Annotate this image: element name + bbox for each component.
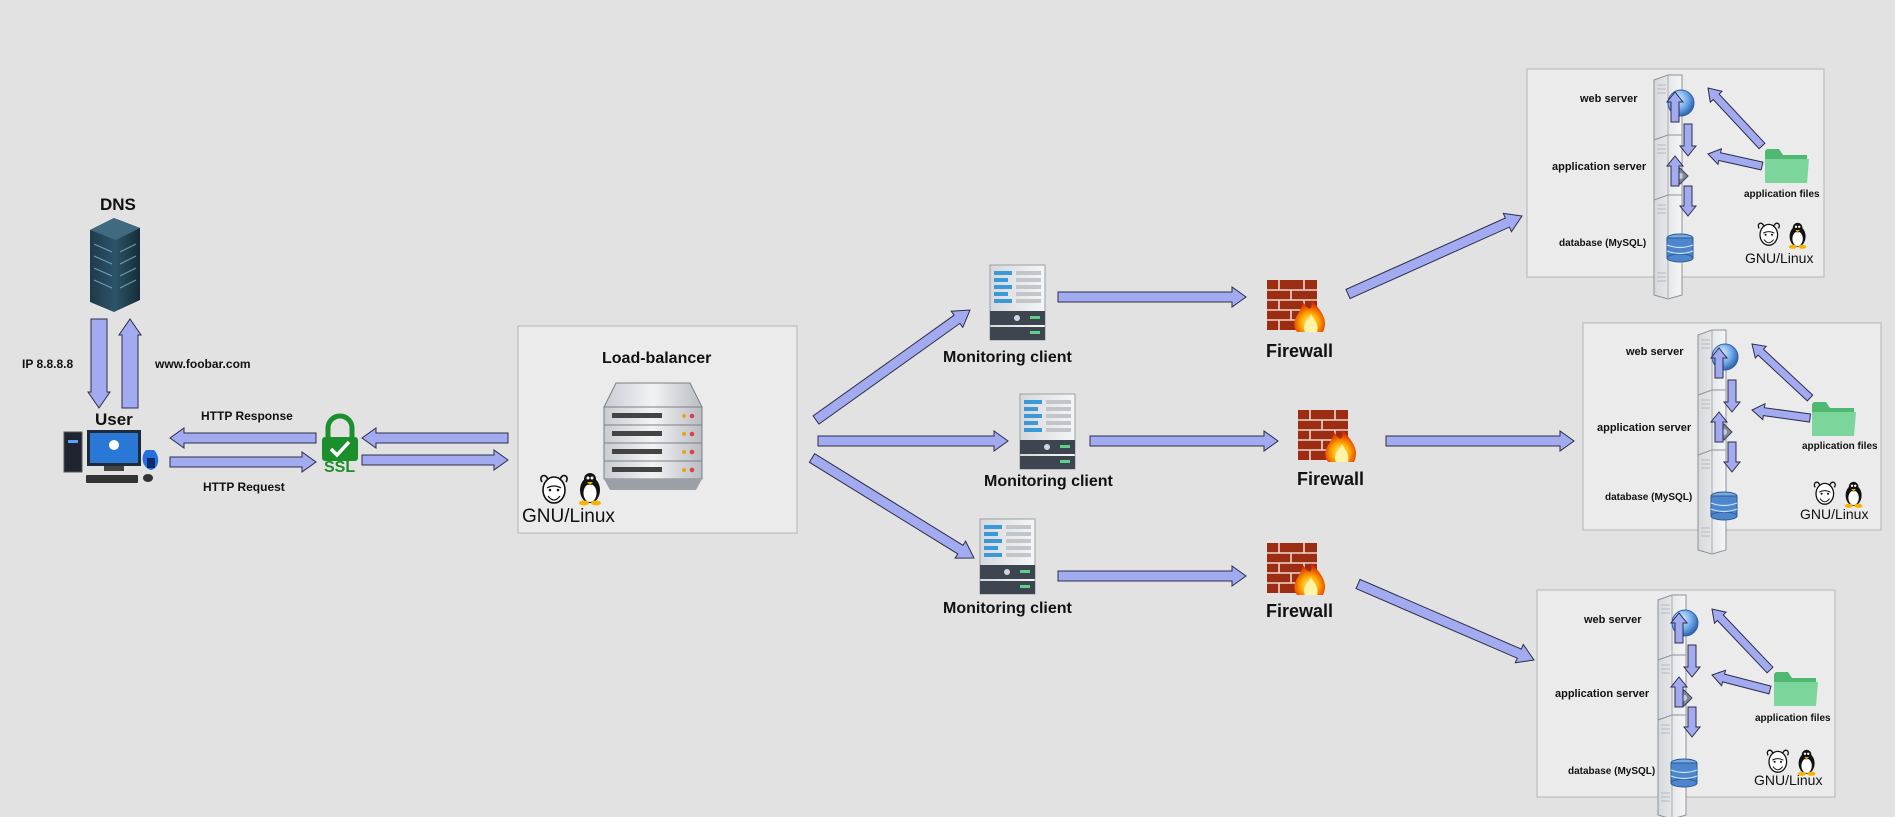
block-arrow	[118, 318, 142, 409]
database-icon	[1670, 758, 1698, 788]
connection-arrows	[87, 87, 1814, 738]
load-balancer-os-label: GNU/Linux	[522, 506, 615, 527]
block-arrow	[361, 449, 509, 471]
firewall-icon	[1266, 279, 1326, 333]
http-response-label: HTTP Response	[201, 409, 293, 423]
firewall-icon	[1266, 542, 1326, 596]
database-label: database (MySQL)	[1605, 492, 1693, 503]
application-server-label: application server	[1597, 422, 1692, 434]
application-server-label: application server	[1555, 688, 1650, 700]
firewall-icon	[1297, 409, 1357, 463]
application-files-label: application files	[1755, 713, 1831, 724]
block-arrow	[808, 453, 975, 559]
web-server-label: web server	[1626, 346, 1684, 358]
block-arrow	[1722, 379, 1742, 413]
block-arrow	[1707, 87, 1766, 150]
block-arrow	[1665, 155, 1685, 187]
block-arrow	[812, 309, 971, 425]
block-arrow	[1722, 441, 1742, 473]
block-arrow	[1345, 212, 1523, 300]
database-icon	[1710, 491, 1738, 521]
firewall-label: Firewall	[1297, 469, 1365, 489]
block-arrow	[1089, 430, 1279, 452]
block-arrow	[1385, 430, 1575, 452]
block-arrow	[1678, 185, 1698, 217]
stack-os-label: GNU/Linux	[1800, 506, 1869, 522]
monitoring-client-label: Monitoring client	[984, 473, 1113, 490]
monitoring-server-icon	[1019, 393, 1076, 470]
firewall-label: Firewall	[1266, 341, 1334, 361]
block-arrow	[817, 430, 1009, 452]
block-arrow	[1711, 608, 1774, 674]
block-arrow	[1709, 347, 1729, 379]
ssl-label: SSL	[324, 459, 356, 476]
dns-server-icon	[90, 218, 140, 312]
stack-os-label: GNU/Linux	[1754, 772, 1823, 788]
block-arrow	[1355, 578, 1535, 664]
block-arrow	[87, 318, 111, 409]
block-arrow	[1682, 706, 1702, 738]
block-arrow	[1707, 148, 1764, 171]
block-arrow	[1682, 644, 1702, 678]
application-files-label: application files	[1744, 189, 1820, 200]
block-arrow	[1709, 411, 1729, 443]
block-arrow	[1669, 612, 1689, 644]
block-arrow	[1678, 123, 1698, 157]
block-arrow	[1751, 343, 1814, 402]
dns-label: DNS	[100, 195, 136, 214]
user-workstation-icon	[63, 430, 159, 483]
http-request-label: HTTP Request	[203, 480, 285, 494]
block-arrow	[1711, 669, 1772, 695]
database-icon	[1666, 233, 1694, 263]
block-arrow	[361, 427, 509, 449]
block-arrow	[169, 427, 317, 449]
web-server-label: web server	[1580, 93, 1638, 105]
load-balancer-server-icon	[603, 382, 703, 490]
block-arrow	[1665, 91, 1685, 123]
block-arrow	[169, 451, 317, 473]
block-arrow	[1057, 565, 1247, 587]
dns-domain-label: www.foobar.com	[155, 357, 251, 371]
application-server-label: application server	[1552, 161, 1647, 173]
block-arrow	[1669, 676, 1689, 708]
dns-ip-label: IP 8.8.8.8	[22, 357, 74, 371]
web-server-label: web server	[1584, 614, 1642, 626]
block-arrow	[1751, 402, 1812, 423]
monitoring-server-icon	[989, 264, 1046, 341]
database-label: database (MySQL)	[1559, 238, 1647, 249]
application-files-label: application files	[1802, 441, 1878, 452]
block-arrow	[1057, 286, 1247, 308]
database-label: database (MySQL)	[1568, 766, 1656, 777]
firewall-label: Firewall	[1266, 601, 1334, 621]
stack-os-label: GNU/Linux	[1745, 250, 1814, 266]
user-label: User	[95, 410, 133, 429]
ssl-lock-icon	[322, 413, 358, 461]
monitoring-server-icon	[979, 518, 1036, 595]
load-balancer-label: Load-balancer	[602, 350, 712, 367]
monitoring-client-label: Monitoring client	[943, 349, 1072, 366]
monitoring-client-label: Monitoring client	[943, 600, 1072, 617]
